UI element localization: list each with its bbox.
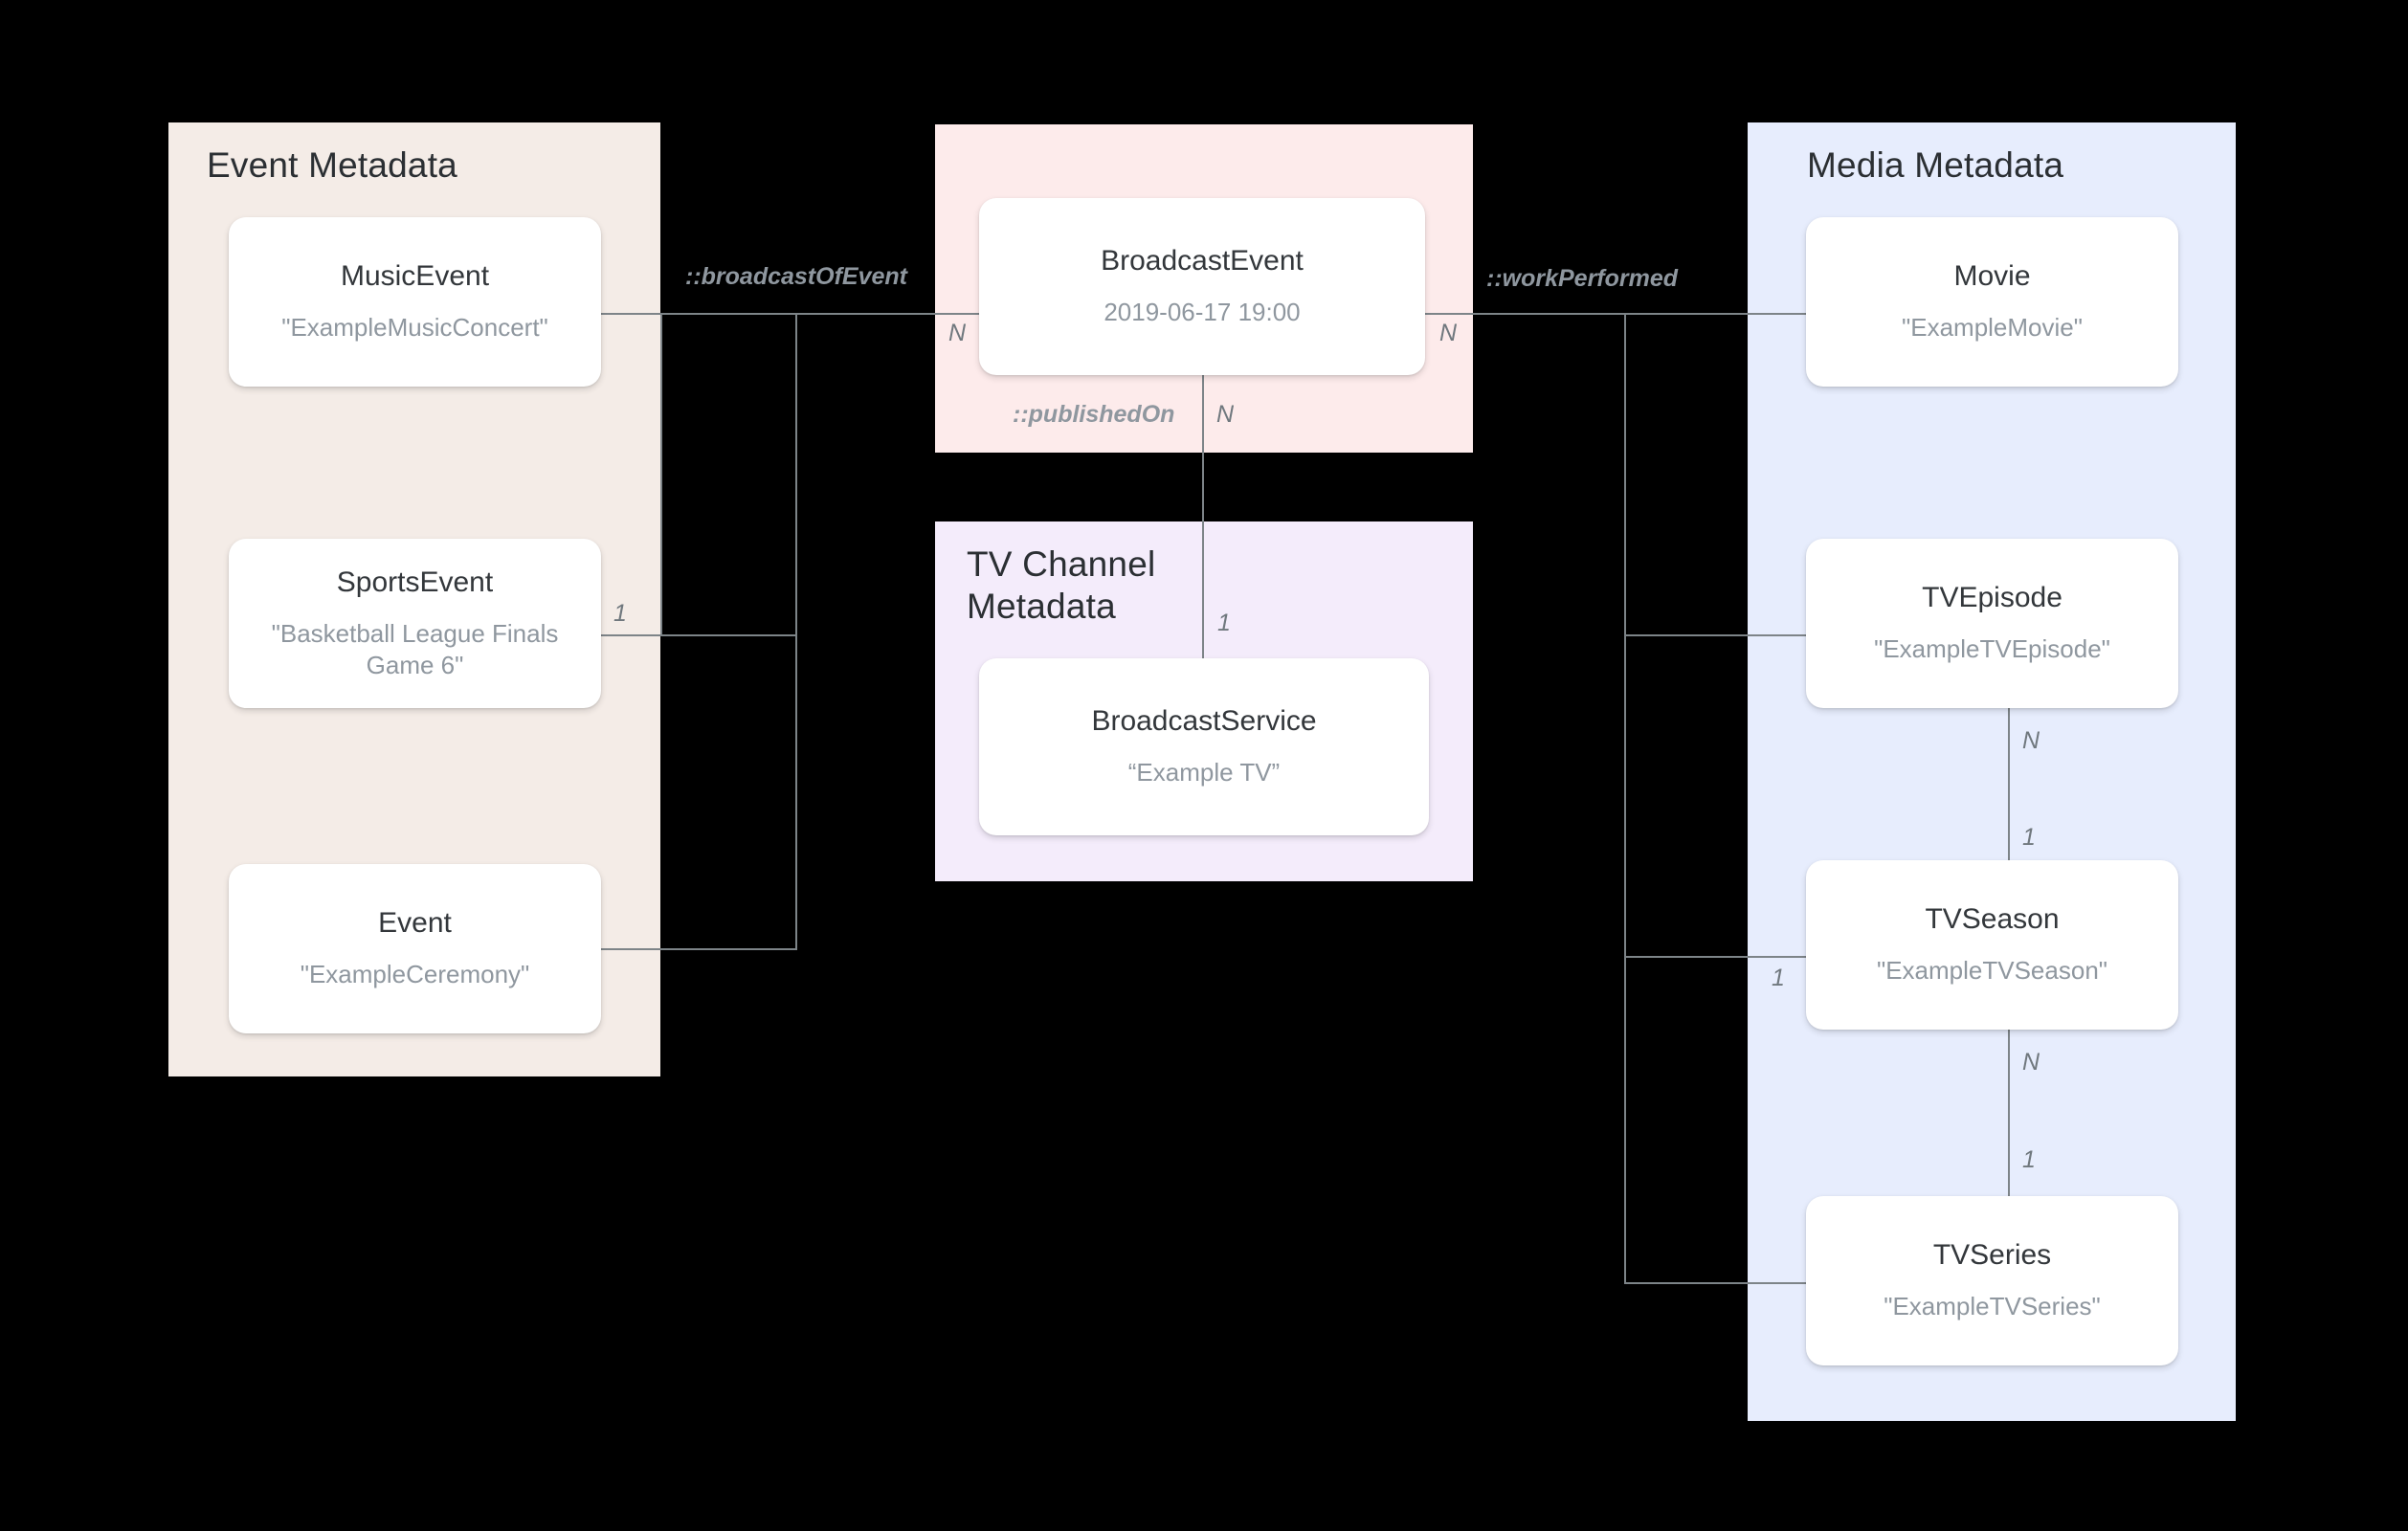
entity-value-broadcastevent: 2019-06-17 19:00 [1104, 298, 1301, 327]
entity-value-tvepisode: "ExampleTVEpisode" [1874, 634, 2110, 664]
entity-value-event: "ExampleCeremony" [300, 960, 530, 989]
entity-card-tvseries[interactable]: TVSeries "ExampleTVSeries" [1806, 1196, 2178, 1365]
relation-label-broadcastofevent: ::broadcastOfEvent [685, 263, 907, 290]
entity-type-event: Event [378, 907, 452, 940]
relation-label-publishedon: ::publishedOn [1013, 401, 1175, 428]
connector-sportsevent-horizontal [601, 634, 797, 636]
cardinality-tvseries-top: 1 [2022, 1146, 2036, 1173]
entity-card-sportsevent[interactable]: SportsEvent "Basketball League Finals Ga… [229, 539, 601, 708]
connector-into-broadcastevent [795, 313, 987, 315]
entity-type-sportsevent: SportsEvent [336, 566, 494, 598]
connector-tvseason-horizontal [1624, 956, 1811, 958]
cardinality-tvepisode-bottom: N [2022, 727, 2040, 754]
entity-card-broadcastevent[interactable]: BroadcastEvent 2019-06-17 19:00 [979, 198, 1425, 375]
entity-type-tvseries: TVSeries [1932, 1239, 2052, 1272]
entity-value-movie: "ExampleMovie" [1902, 313, 2083, 343]
group-tv-channel-metadata-title: TV Channel Metadata [967, 544, 1156, 626]
connector-tvepisode-tvseason-vertical [2008, 708, 2010, 861]
cardinality-broadcastservice-top: 1 [1217, 610, 1231, 636]
entity-type-broadcastservice: BroadcastService [1091, 705, 1317, 738]
entity-type-movie: Movie [1953, 260, 2031, 293]
cardinality-tvseason-bottom: N [2022, 1049, 2040, 1076]
entity-type-musicevent: MusicEvent [340, 260, 490, 293]
connector-event-horizontal [601, 948, 797, 950]
relation-label-workperformed: ::workPerformed [1486, 265, 1679, 292]
connector-workperformed-horizontal [1425, 313, 1808, 315]
entity-type-tvepisode: TVEpisode [1922, 582, 2062, 614]
entity-type-tvseason: TVSeason [1925, 903, 2060, 936]
cardinality-sportsevent-right: 1 [613, 600, 627, 627]
entity-value-sportsevent: "Basketball League Finals Game 6" [271, 618, 559, 679]
connector-event-trunk-outer [795, 313, 797, 950]
connector-media-trunk [1624, 313, 1626, 1283]
connector-tvseries-horizontal [1624, 1282, 1811, 1284]
connector-musicevent-horizontal [601, 313, 797, 315]
entity-card-tvseason[interactable]: TVSeason "ExampleTVSeason" [1806, 860, 2178, 1030]
entity-value-musicevent: "ExampleMusicConcert" [281, 313, 548, 343]
connector-tvseason-tvseries-vertical [2008, 1030, 2010, 1197]
cardinality-tvseason-top: 1 [2022, 824, 2036, 851]
entity-card-tvepisode[interactable]: TVEpisode "ExampleTVEpisode" [1806, 539, 2178, 708]
group-event-metadata-title: Event Metadata [207, 145, 457, 185]
group-media-metadata-title: Media Metadata [1807, 145, 2064, 185]
connector-tvepisode-horizontal [1624, 634, 1811, 636]
cardinality-tvseason-left: 1 [1772, 965, 1785, 991]
cardinality-broadcastevent-right: N [1439, 320, 1458, 346]
connector-publishedon-vertical [1202, 375, 1204, 661]
entity-card-musicevent[interactable]: MusicEvent "ExampleMusicConcert" [229, 217, 601, 387]
entity-card-broadcastservice[interactable]: BroadcastService “Example TV” [979, 658, 1429, 835]
cardinality-broadcastevent-bottom: N [1216, 401, 1235, 428]
entity-value-tvseries: "ExampleTVSeries" [1884, 1292, 2101, 1321]
entity-value-tvseason: "ExampleTVSeason" [1876, 956, 2108, 986]
entity-value-broadcastservice: “Example TV” [1127, 758, 1281, 788]
entity-type-broadcastevent: BroadcastEvent [1101, 245, 1304, 277]
connector-event-trunk-inner [660, 313, 662, 635]
entity-card-movie[interactable]: Movie "ExampleMovie" [1806, 217, 2178, 387]
entity-card-event[interactable]: Event "ExampleCeremony" [229, 864, 601, 1033]
cardinality-broadcastevent-left: N [948, 320, 967, 346]
